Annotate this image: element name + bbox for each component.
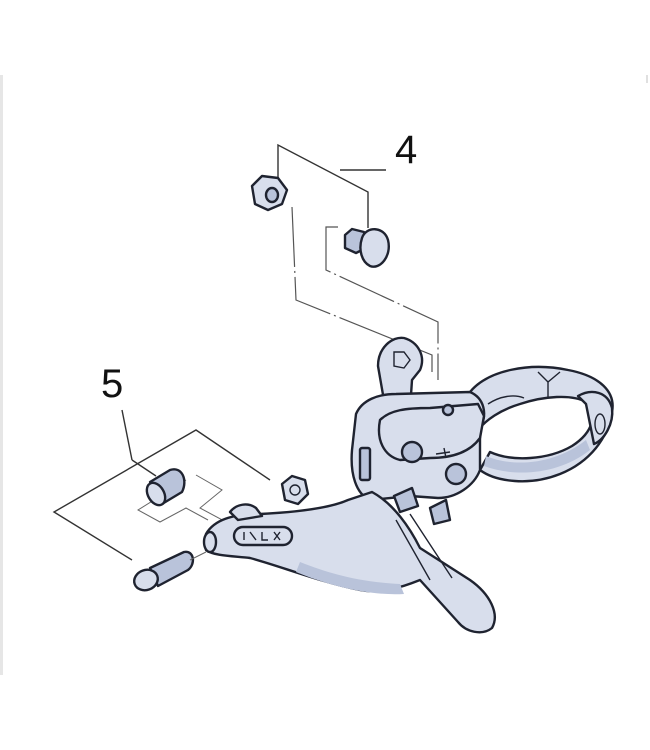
frame-corner-mark bbox=[646, 75, 648, 83]
hex-nut-icon bbox=[250, 174, 289, 212]
spacer-collar-icon bbox=[145, 468, 186, 507]
callout-4-leader bbox=[277, 143, 439, 380]
callout-number-4: 4 bbox=[395, 128, 418, 172]
adjust-bolt-icon bbox=[343, 227, 390, 268]
cage-screw-icon bbox=[133, 550, 207, 592]
diagram-frame bbox=[0, 75, 648, 675]
callout-number-5: 5 bbox=[101, 362, 124, 406]
cage-nut-icon bbox=[280, 474, 310, 506]
cage-logo-badge bbox=[232, 525, 294, 547]
derailleur-body bbox=[202, 336, 614, 634]
